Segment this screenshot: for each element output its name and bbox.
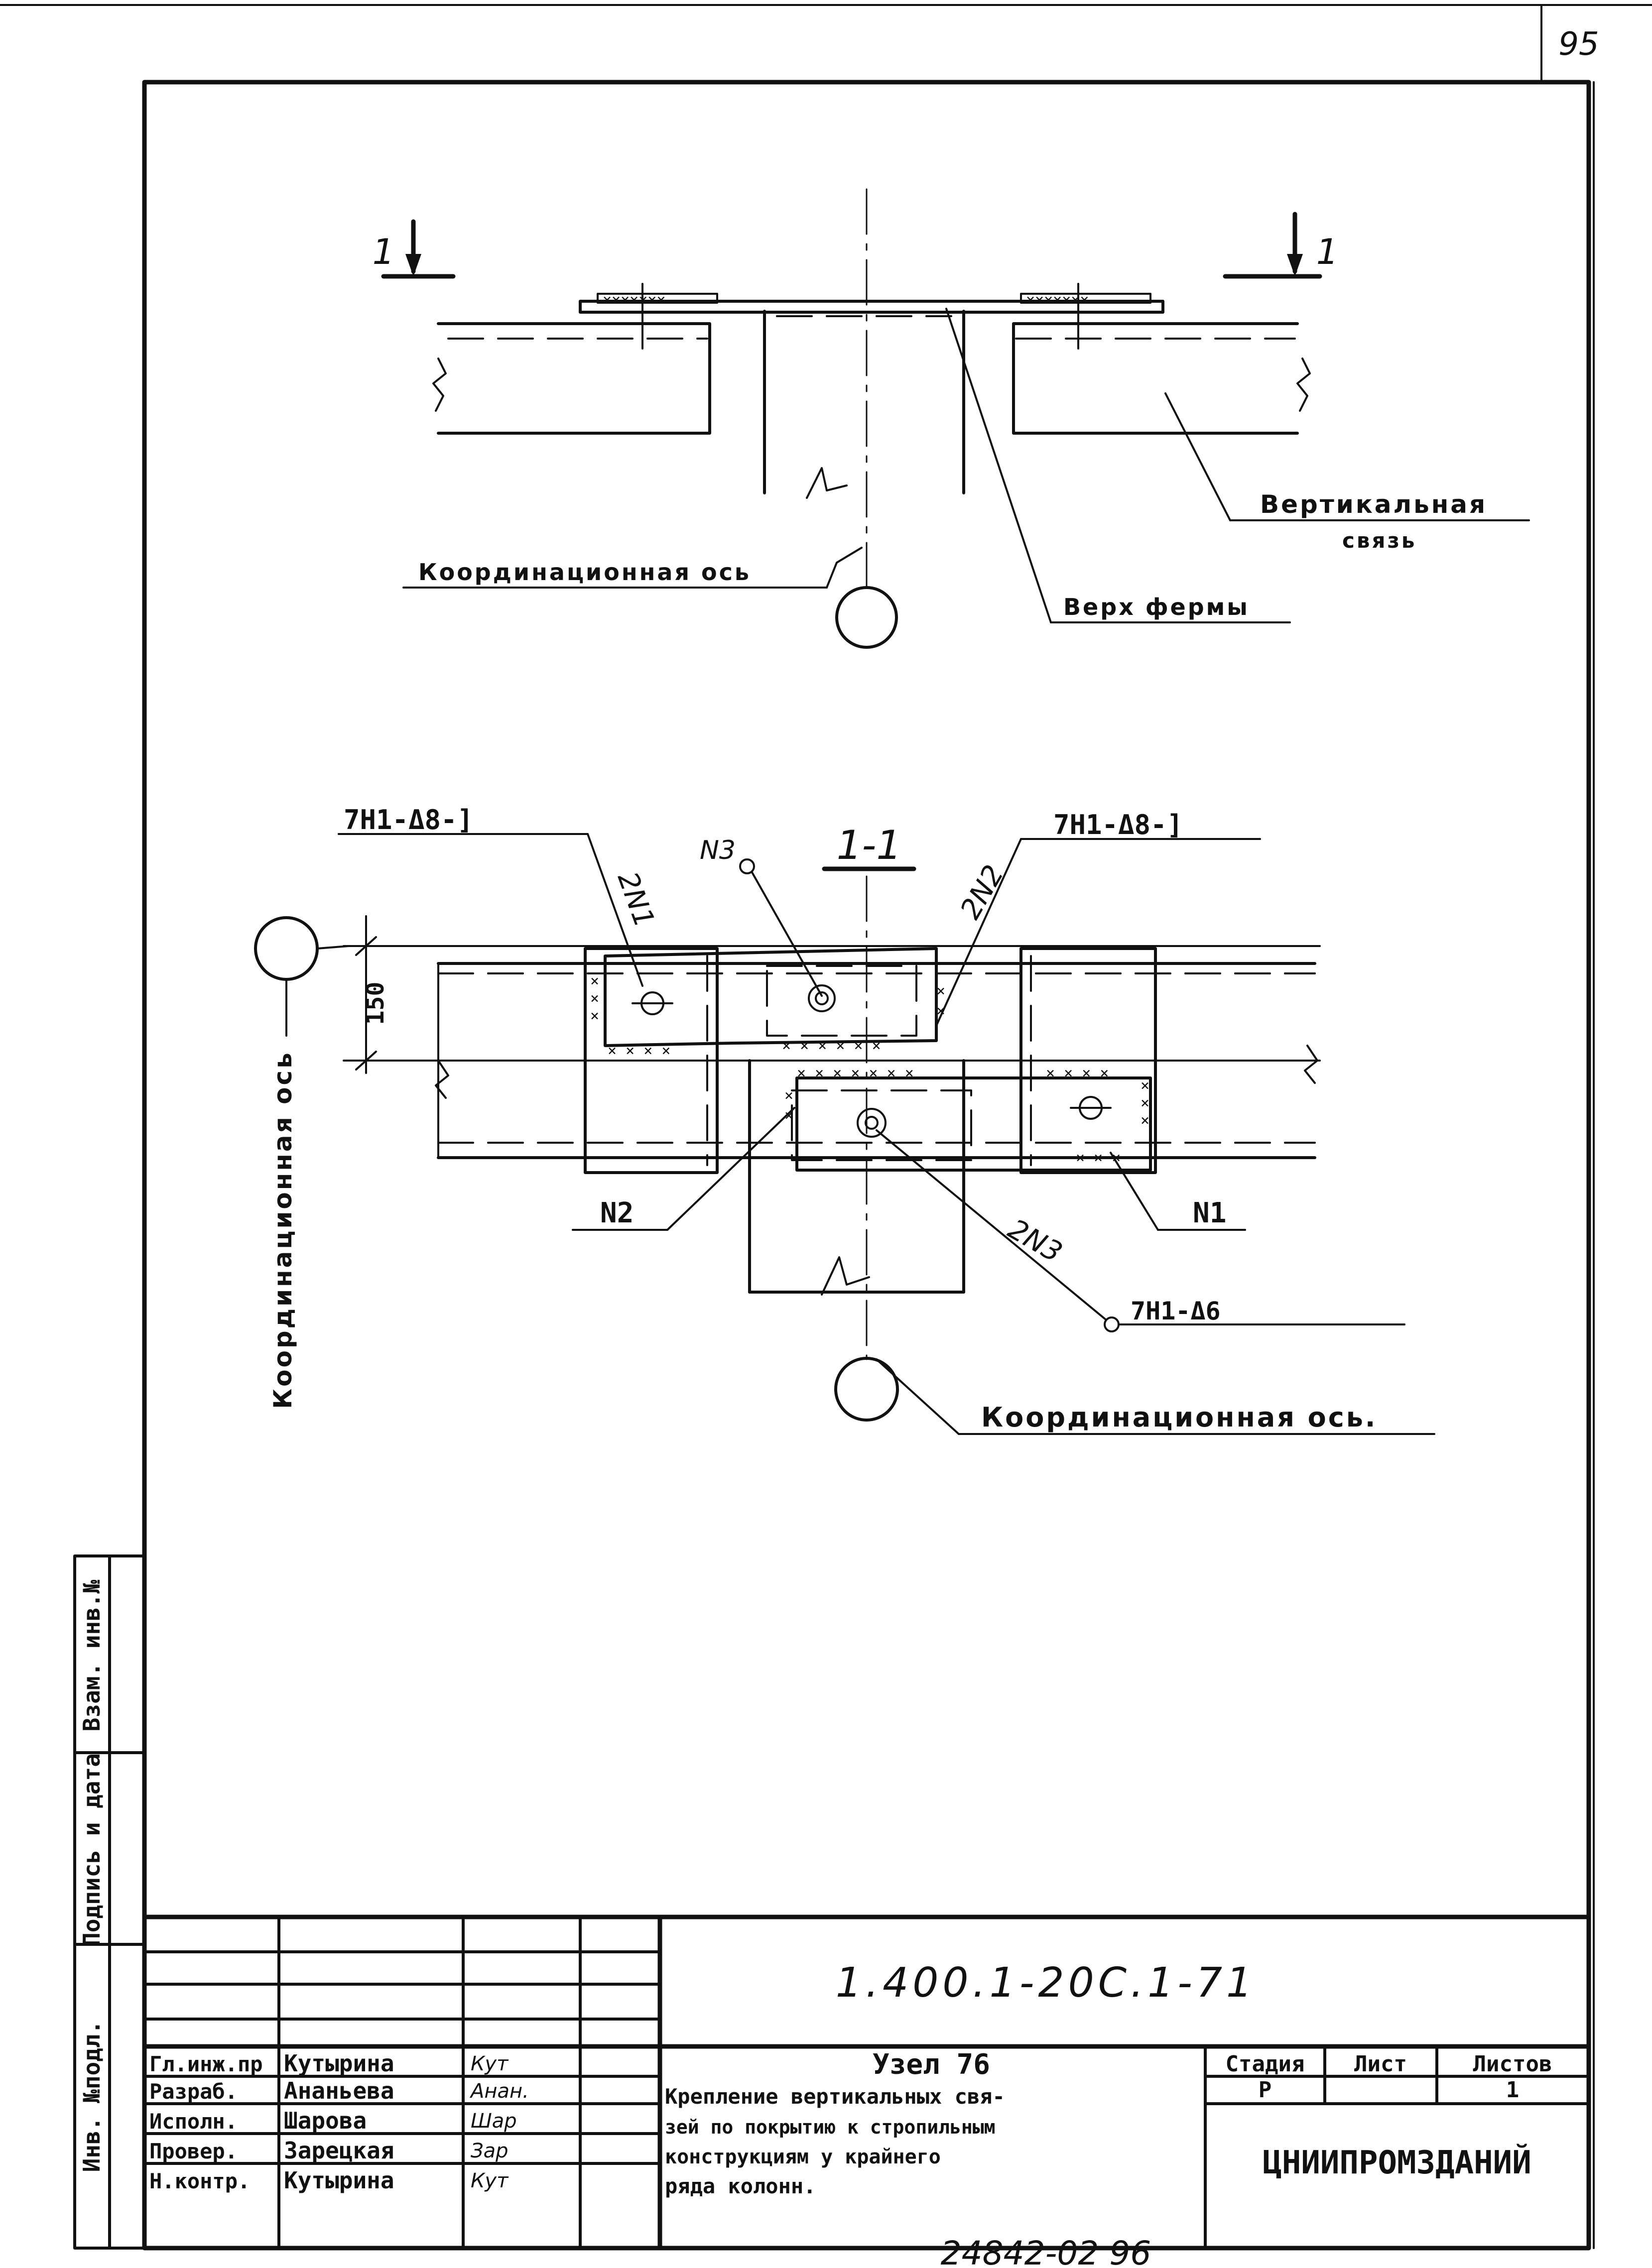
role-sign-4: Кут [471, 2169, 509, 2192]
svg-text:×××××××: ××××××× [603, 291, 665, 309]
role-1: Разраб. [149, 2079, 238, 2104]
svg-text:×: × [590, 972, 599, 990]
sheet-header: Лист [1354, 2051, 1407, 2077]
sheet-frame [0, 4, 1652, 2251]
svg-text:× × × × × ×: × × × × × × [782, 1037, 881, 1055]
svg-text:×: × [590, 990, 599, 1007]
role-name-4: Кутырина [284, 2167, 394, 2194]
role-4: Н.контр. [149, 2169, 250, 2193]
title-line-5: ряда колонн. [665, 2174, 816, 2198]
svg-text:×: × [936, 1002, 945, 1020]
role-0: Гл.инж.пр [149, 2052, 263, 2076]
upper-view: ××××××× ××××××× 1 1 [373, 188, 1530, 649]
doc-code: 1.400.1-20С.1-71 [836, 1959, 1256, 2007]
side-stamp [73, 1554, 146, 2250]
tag-n1: N1 [1193, 1197, 1226, 1229]
label-axis-upper: Координационная ось [418, 559, 751, 586]
bolt-label-right: 7Н1-Δ8-] [1053, 809, 1183, 840]
sheet-corner-number: 95 [1558, 26, 1599, 63]
svg-text:×: × [784, 1087, 793, 1104]
svg-text:×: × [1141, 1077, 1149, 1094]
tag-n3: N3 [700, 836, 736, 865]
stamp-podpis-data: Подпись и дата [78, 1753, 105, 1946]
bolt-label-bottom: 7Н1-Δ6 [1131, 1297, 1221, 1325]
roles-table: Гл.инж.пр Кутырина Кут Разраб. Ананьева … [149, 2050, 529, 2194]
label-vertical-brace-line1: Вертикальная [1260, 490, 1487, 519]
section-title: 1-1 [837, 822, 902, 868]
role-sign-1: Анан. [469, 2080, 529, 2103]
svg-text:×: × [590, 1007, 599, 1025]
svg-text:×: × [1141, 1112, 1149, 1129]
title-block [142, 1914, 1591, 2251]
stage-header: Стадия [1226, 2051, 1305, 2077]
section-mark-left: 1 [373, 232, 395, 272]
label-truss-top: Верх фермы [1063, 594, 1250, 620]
title-line-2: Крепление вертикальных свя- [665, 2084, 1005, 2109]
role-name-3: Зарецкая [284, 2137, 394, 2164]
axis-label-bottom: Координационная ось. [981, 1402, 1377, 1433]
role-3: Провер. [149, 2139, 238, 2163]
role-name-2: Шарова [284, 2107, 367, 2134]
sheets-value: 1 [1506, 2077, 1520, 2103]
bolt-label-left: 7Н1-Δ8-] [344, 804, 473, 836]
role-name-0: Кутырина [284, 2050, 394, 2077]
role-sign-2: Шар [471, 2110, 517, 2133]
label-vertical-brace-line2: связь [1342, 528, 1416, 553]
role-2: Исполн. [149, 2109, 238, 2134]
svg-text:×: × [936, 982, 945, 1000]
tag-n2: N2 [600, 1197, 634, 1229]
lower-view: 1-1 [254, 822, 1435, 1435]
stamp-vzam-inv: Взам. инв.№ [78, 1579, 105, 1731]
title-line-3: зей по покрытию к стропильным [665, 2116, 995, 2138]
stamp-inv-podl: Инв. №подл. [78, 2021, 105, 2172]
svg-text:× × × × × × ×: × × × × × × × [797, 1065, 914, 1082]
role-name-1: Ананьева [284, 2077, 394, 2104]
title-line-4: конструкциям у крайнего [665, 2146, 941, 2168]
svg-text:× × × ×: × × × × [1046, 1065, 1109, 1082]
bottom-code: 24842-02 96 [941, 2234, 1151, 2268]
sheets-header: Листов [1473, 2051, 1552, 2077]
dimension-150: 150 [362, 982, 389, 1025]
role-sign-3: Зар [471, 2140, 508, 2162]
axis-label-vertical: Координационная ось [268, 1051, 297, 1409]
section-mark-right: 1 [1316, 232, 1339, 272]
role-sign-0: Кут [471, 2052, 509, 2075]
organization: ЦНИИПРОМЗДАНИЙ [1263, 2144, 1531, 2181]
svg-text:× × × ×: × × × × [608, 1042, 670, 1060]
tag-2n2: 2N2 [954, 860, 1011, 925]
svg-text:×××××××: ××××××× [1026, 291, 1089, 309]
stage-value: Р [1259, 2077, 1272, 2103]
svg-text:×: × [1141, 1094, 1149, 1112]
title-line-1: Узел 76 [873, 2048, 990, 2081]
